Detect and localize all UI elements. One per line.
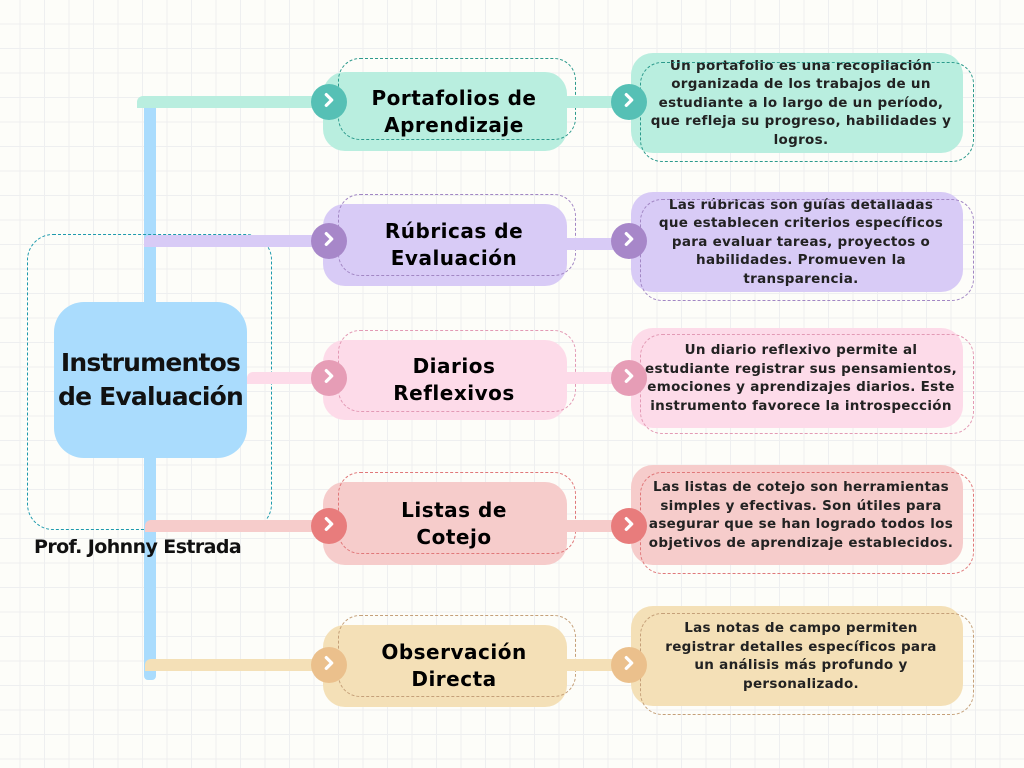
description-text: Las rúbricas son guías detalladas que est… bbox=[659, 196, 943, 289]
description-line: que establecen criterios específicos bbox=[658, 215, 944, 232]
description-line: logros. bbox=[773, 131, 829, 148]
description-text: Las notas de campo permiten registrar det… bbox=[665, 619, 936, 693]
chevron-right-icon bbox=[620, 367, 638, 389]
description-line: Las listas de cotejo son herramientas bbox=[652, 479, 950, 495]
expand-observacion-button[interactable] bbox=[311, 647, 347, 683]
branch-connector-portafolios bbox=[137, 96, 337, 108]
branch-title-line1: Rúbricas de bbox=[384, 219, 524, 243]
branch-node-listas[interactable]: Listas de Cotejo bbox=[323, 482, 567, 565]
description-line: emociones y aprendizajes diarios. Este bbox=[647, 379, 955, 395]
branch-connector-listas bbox=[145, 520, 337, 532]
description-line: para evaluar tareas, proyectos o bbox=[671, 233, 931, 250]
expand-listas-details-button[interactable] bbox=[611, 508, 647, 544]
expand-portafolios-button[interactable] bbox=[311, 84, 347, 120]
expand-diarios-button[interactable] bbox=[311, 360, 347, 396]
branch-title-line1: Portafolios de bbox=[371, 85, 537, 110]
description-line: Las notas de campo permiten bbox=[684, 620, 918, 636]
description-line: un análisis más profundo y bbox=[694, 657, 908, 673]
description-listas: Las listas de cotejo son herramientas sim… bbox=[631, 465, 963, 565]
branch-title-line1: Diarios bbox=[412, 354, 496, 378]
chevron-right-icon bbox=[620, 230, 638, 252]
branch-node-diarios[interactable]: Diarios Reflexivos bbox=[323, 340, 567, 420]
branch-title-line1: Observación bbox=[381, 640, 527, 664]
branch-title-line2: Cotejo bbox=[416, 524, 492, 549]
branch-title-line2: Reflexivos bbox=[393, 381, 515, 405]
description-text: Un diario reflexivo permite al estudiante… bbox=[645, 341, 957, 415]
description-line: Las rúbricas son guías detalladas bbox=[668, 196, 934, 213]
chevron-right-icon bbox=[320, 654, 338, 676]
expand-listas-button[interactable] bbox=[311, 508, 347, 544]
description-line: registrar detalles específicos para bbox=[665, 638, 937, 655]
expand-rubricas-details-button[interactable] bbox=[611, 223, 647, 259]
center-topic[interactable]: Instrumentos de Evaluación bbox=[54, 302, 247, 458]
description-diarios: Un diario reflexivo permite al estudiante… bbox=[631, 328, 963, 428]
chevron-right-icon bbox=[620, 515, 638, 537]
description-line: Un portafolio es una recopilación bbox=[669, 57, 933, 74]
description-observacion: Las notas de campo permiten registrar det… bbox=[631, 606, 963, 706]
branch-node-portafolios[interactable]: Portafolios de Aprendizaje bbox=[323, 72, 567, 151]
expand-observacion-details-button[interactable] bbox=[611, 647, 647, 683]
center-title-line2: de Evaluación bbox=[58, 382, 244, 411]
branch-title-line2: Directa bbox=[411, 667, 497, 691]
chevron-right-icon bbox=[620, 654, 638, 676]
chevron-right-icon bbox=[320, 91, 338, 113]
chevron-right-icon bbox=[620, 91, 638, 113]
expand-rubricas-button[interactable] bbox=[311, 223, 347, 259]
description-portafolios: Un portafolio es una recopilación organiz… bbox=[631, 53, 963, 153]
description-line: simples y efectivas. Son útiles para bbox=[660, 497, 942, 514]
branch-connector-observacion bbox=[145, 659, 337, 671]
description-line: estudiante registrar sus pensamientos, bbox=[645, 360, 958, 377]
branch-title-line2: Aprendizaje bbox=[384, 112, 524, 137]
description-line: objetivos de aprendizaje establecidos. bbox=[648, 534, 954, 551]
description-line: habilidades. Promueven la bbox=[696, 252, 906, 269]
description-line: asegurar que se han logrado todos los bbox=[648, 516, 954, 532]
expand-portafolios-details-button[interactable] bbox=[611, 84, 647, 120]
description-line: Un diario reflexivo permite al bbox=[684, 342, 918, 358]
description-line: personalizado. bbox=[742, 675, 859, 692]
author-label: Prof. Johnny Estrada bbox=[34, 536, 242, 558]
chevron-right-icon bbox=[320, 367, 338, 389]
description-text: Un portafolio es una recopilación organiz… bbox=[651, 57, 951, 150]
description-line: instrumento favorece la introspección bbox=[650, 397, 952, 414]
description-line: transparencia. bbox=[743, 270, 859, 287]
description-rubricas: Las rúbricas son guías detalladas que est… bbox=[631, 192, 963, 292]
description-line: que refleja su progreso, habilidades y bbox=[650, 113, 952, 130]
branch-connector-rubricas bbox=[144, 235, 337, 247]
description-line: organizada de los trabajos de un bbox=[671, 76, 931, 93]
description-line: estudiante a lo largo de un período, bbox=[658, 94, 944, 111]
description-text: Las listas de cotejo son herramientas sim… bbox=[649, 478, 953, 552]
expand-diarios-details-button[interactable] bbox=[611, 360, 647, 396]
chevron-right-icon bbox=[320, 230, 338, 252]
branch-title-line2: Evaluación bbox=[390, 246, 518, 270]
branch-title-line1: Listas de bbox=[401, 497, 507, 522]
chevron-right-icon bbox=[320, 515, 338, 537]
branch-node-rubricas[interactable]: Rúbricas de Evaluación bbox=[323, 204, 567, 286]
center-title-line1: Instrumentos bbox=[60, 348, 241, 377]
branch-node-observacion[interactable]: Observación Directa bbox=[323, 625, 567, 707]
